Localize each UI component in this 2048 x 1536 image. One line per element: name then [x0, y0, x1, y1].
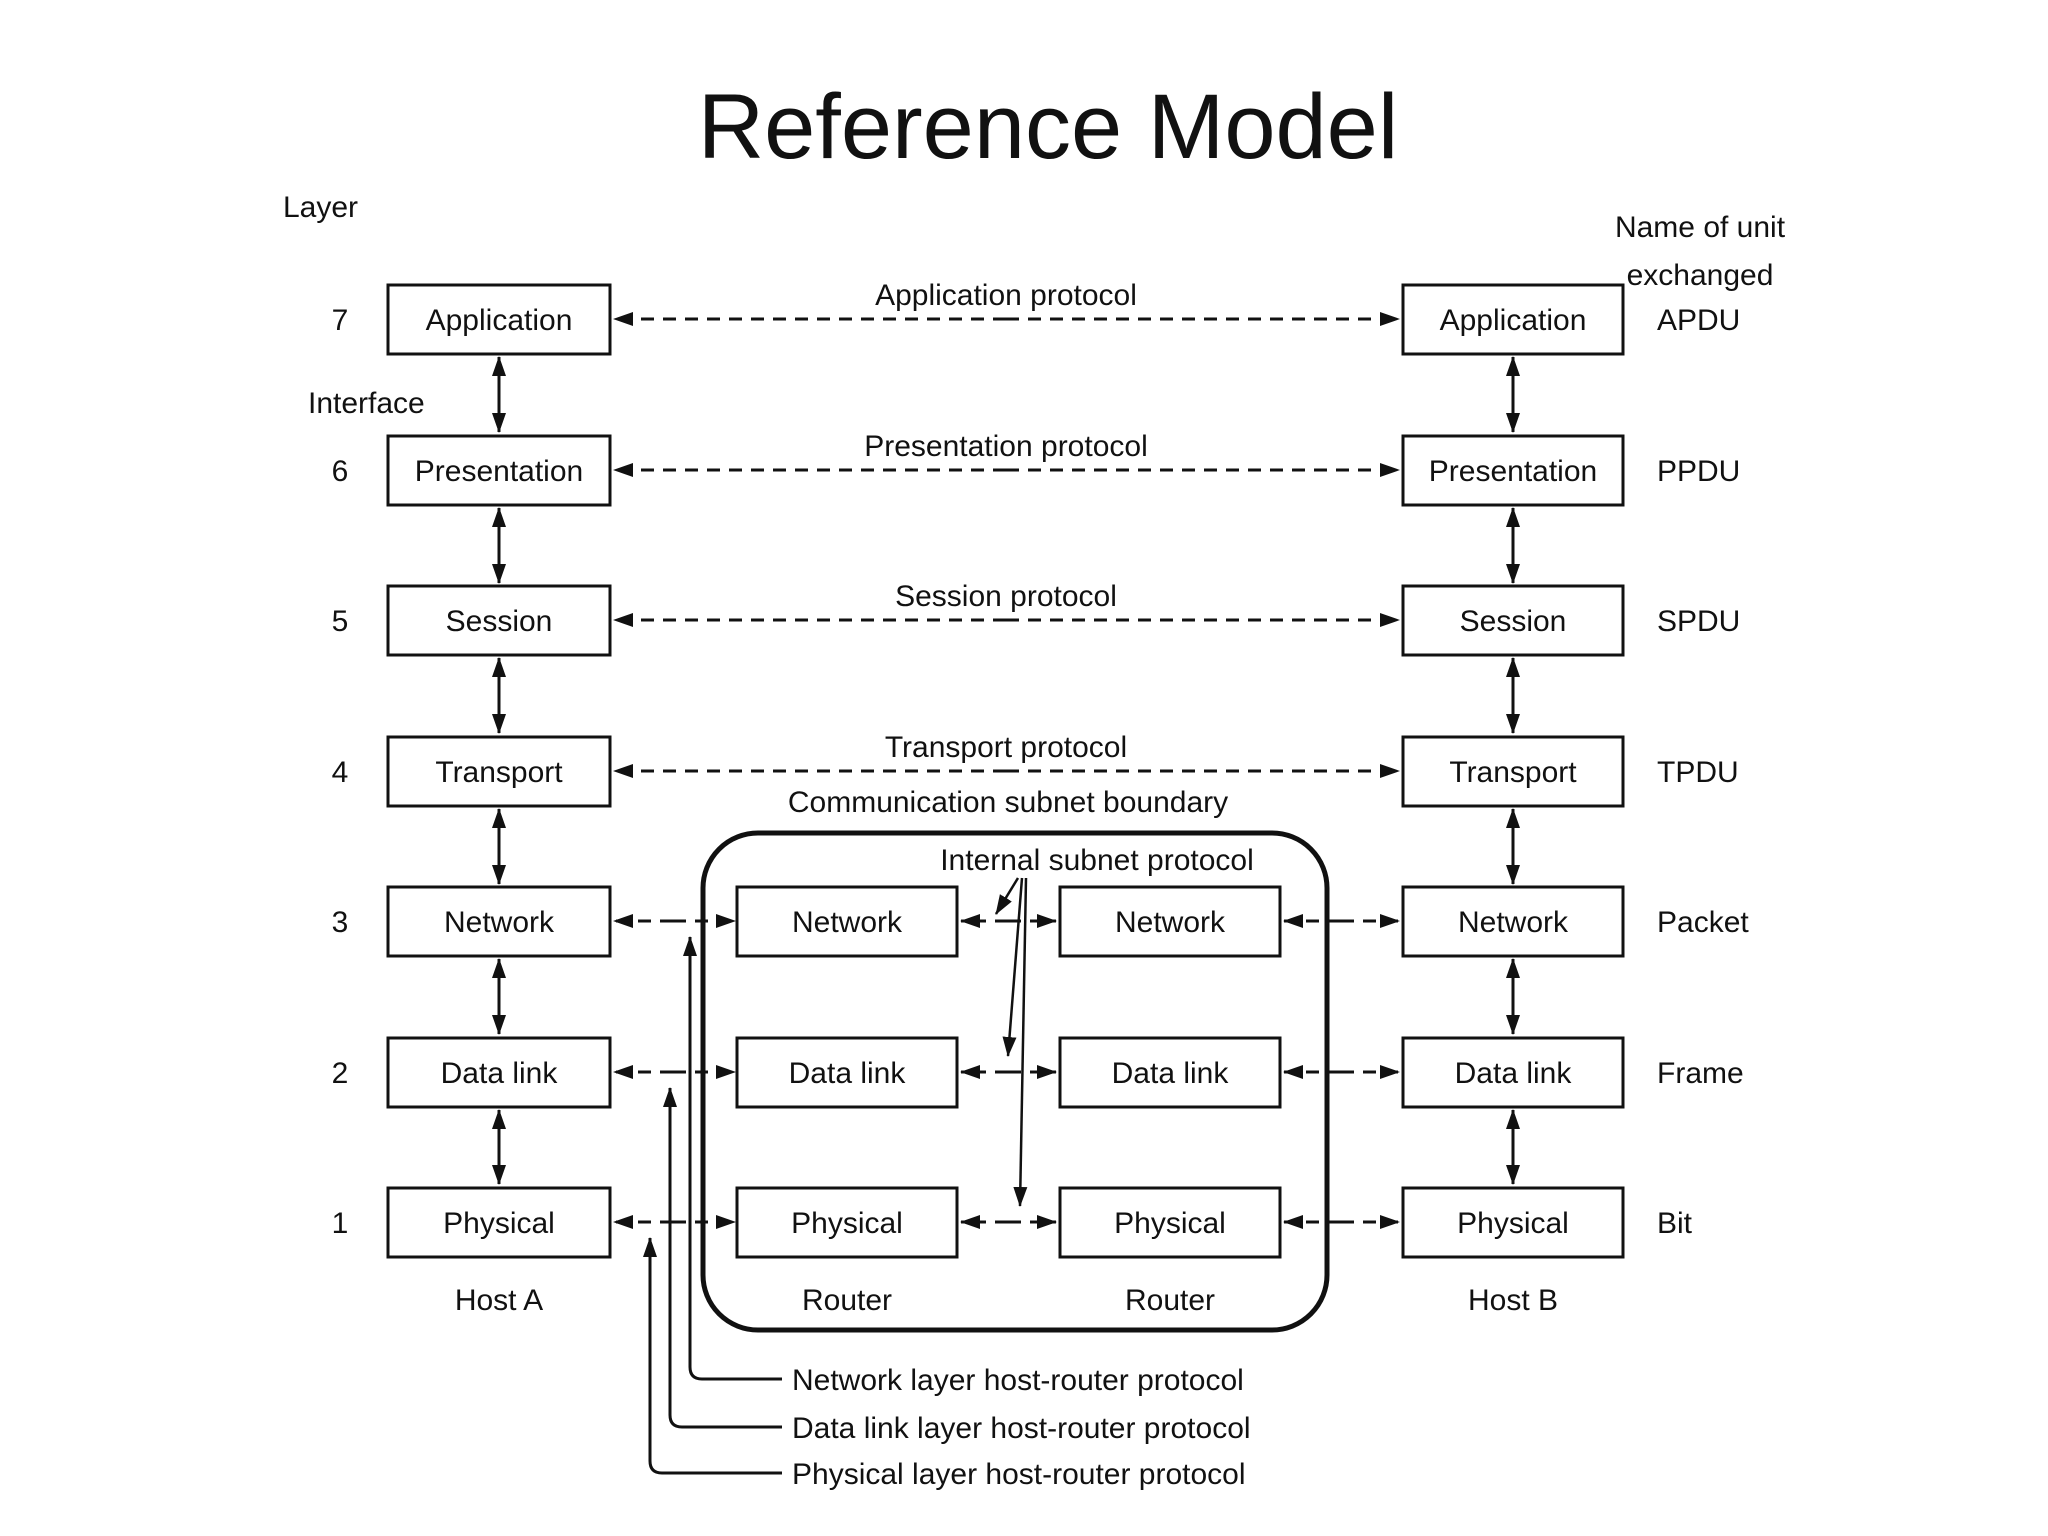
host-a-transport-box — [386, 735, 612, 808]
host-a-transport-label: Transport — [435, 756, 563, 789]
transport-protocol-label: Transport protocol — [885, 731, 1127, 764]
host-b-presentation-label: Presentation — [1429, 455, 1597, 488]
communication-subnet-outline — [700, 830, 1330, 1333]
physical-host-router-callout: Physical layer host-router protocol — [792, 1458, 1246, 1491]
host-a-column: Application Presentation Session Transpo… — [386, 283, 612, 1317]
layer-number-2: 2 — [332, 1057, 349, 1090]
unit-spdu: SPDU — [1657, 605, 1740, 638]
host-a-caption: Host A — [455, 1284, 543, 1317]
host-a-application-label: Application — [426, 304, 573, 337]
router-1-caption: Router — [802, 1284, 892, 1317]
host-b-application-box — [1401, 283, 1625, 356]
internal-subnet-protocol-label: Internal subnet protocol — [940, 844, 1254, 877]
host-a-application-box — [386, 283, 612, 356]
unit-exchanged-column: APDU PPDU SPDU TPDU Packet Frame Bit — [1657, 304, 1749, 1240]
router-1-column: Network Data link Physical Router — [735, 885, 959, 1317]
host-a-presentation-label: Presentation — [415, 455, 583, 488]
interface-label: Interface — [308, 387, 425, 420]
data-link-host-router-callout: Data link layer host-router protocol — [792, 1412, 1251, 1445]
layer-number-6: 6 — [332, 455, 349, 488]
unit-column-heading-line1: Name of unit — [1615, 211, 1786, 244]
router-1-data-link-box — [735, 1036, 959, 1109]
physical-host-router-arrow — [643, 1237, 782, 1475]
unit-apdu: APDU — [1657, 304, 1740, 337]
layer-number-7: 7 — [332, 304, 349, 337]
host-b-physical-label: Physical — [1457, 1207, 1569, 1240]
router-1-network-label: Network — [792, 906, 903, 939]
unit-tpdu: TPDU — [1657, 756, 1739, 789]
host-a-physical-box — [386, 1186, 612, 1259]
unit-ppdu: PPDU — [1657, 455, 1740, 488]
router-2-network-box — [1058, 885, 1282, 958]
host-a-data-link-label: Data link — [441, 1057, 559, 1090]
unit-frame: Frame — [1657, 1057, 1744, 1090]
host-a-physical-label: Physical — [443, 1207, 555, 1240]
router-2-data-link-box — [1058, 1036, 1282, 1109]
router-2-caption: Router — [1125, 1284, 1215, 1317]
internal-subnet-protocol-pointers — [994, 877, 1028, 1207]
host-router-callout-arrows — [643, 936, 782, 1475]
host-a-session-box — [386, 584, 612, 657]
host-b-session-box — [1401, 584, 1625, 657]
router-2-physical-box — [1058, 1186, 1282, 1259]
data-link-host-router-arrow — [663, 1087, 782, 1429]
host-b-column: Application Presentation Session Transpo… — [1401, 283, 1625, 1317]
host-b-data-link-label: Data link — [1455, 1057, 1573, 1090]
host-b-network-box — [1401, 885, 1625, 958]
router-2-network-label: Network — [1115, 906, 1226, 939]
host-b-physical-box — [1401, 1186, 1625, 1259]
host-b-transport-label: Transport — [1449, 756, 1577, 789]
layer-number-1: 1 — [332, 1207, 349, 1240]
layer-number-column: 7 6 5 4 3 2 1 — [332, 304, 349, 1240]
layer-number-3: 3 — [332, 906, 349, 939]
presentation-protocol-label: Presentation protocol — [864, 430, 1148, 463]
router-1-physical-box — [735, 1186, 959, 1259]
page-title: Reference Model — [698, 76, 1399, 178]
router-1-data-link-label: Data link — [789, 1057, 907, 1090]
host-b-data-link-box — [1401, 1036, 1625, 1109]
router-1-physical-label: Physical — [791, 1207, 903, 1240]
layer-number-5: 5 — [332, 605, 349, 638]
host-b-caption: Host B — [1468, 1284, 1558, 1317]
host-a-network-label: Network — [444, 906, 555, 939]
router-1-network-box — [735, 885, 959, 958]
router-2-column: Network Data link Physical Router — [1058, 885, 1282, 1317]
router-2-physical-label: Physical — [1114, 1207, 1226, 1240]
host-b-application-label: Application — [1440, 304, 1587, 337]
network-host-router-arrow — [683, 936, 782, 1381]
unit-column-heading-line2: exchanged — [1627, 259, 1774, 292]
application-protocol-label: Application protocol — [875, 279, 1137, 312]
host-b-presentation-box — [1401, 434, 1625, 507]
session-protocol-label: Session protocol — [895, 580, 1117, 613]
network-host-router-callout: Network layer host-router protocol — [792, 1364, 1244, 1397]
layer-number-4: 4 — [332, 756, 349, 789]
unit-bit: Bit — [1657, 1207, 1693, 1240]
host-a-presentation-box — [386, 434, 612, 507]
host-b-transport-box — [1401, 735, 1625, 808]
communication-subnet-boundary-label: Communication subnet boundary — [788, 786, 1228, 819]
layer-column-heading: Layer — [283, 191, 358, 224]
host-b-network-label: Network — [1458, 906, 1569, 939]
host-b-session-label: Session — [1460, 605, 1567, 638]
router-2-data-link-label: Data link — [1112, 1057, 1230, 1090]
host-a-network-box — [386, 885, 612, 958]
host-a-data-link-box — [386, 1036, 612, 1109]
unit-packet: Packet — [1657, 906, 1749, 939]
host-a-session-label: Session — [446, 605, 553, 638]
